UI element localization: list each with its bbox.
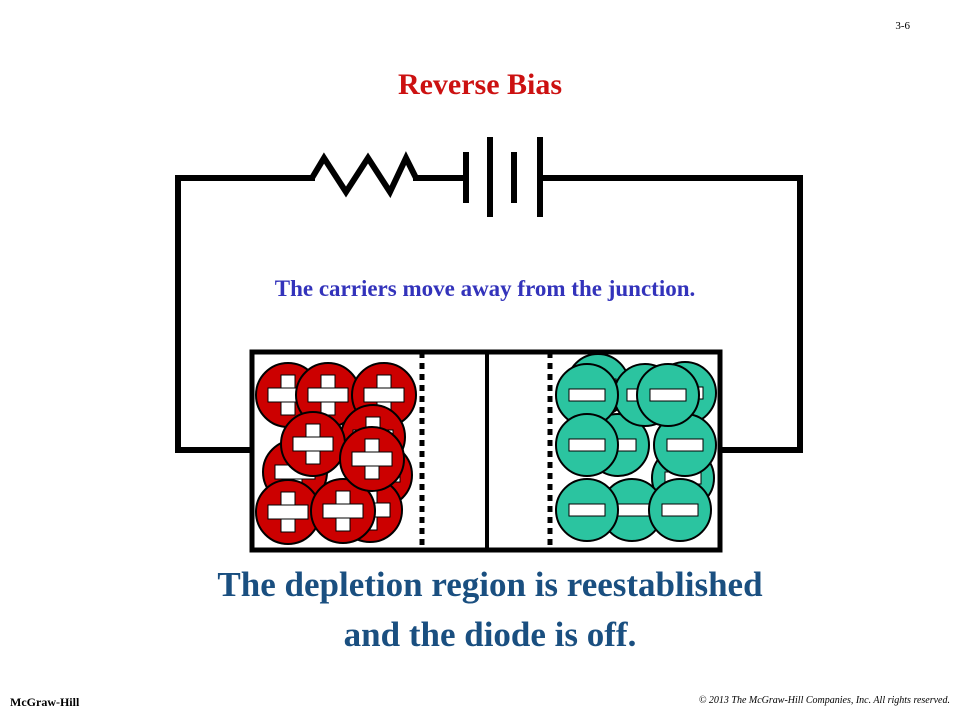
electron-minus-icon [555,413,619,477]
electrons-group [555,353,717,542]
electron-minus-icon [648,478,712,542]
publisher-label: McGraw-Hill [10,695,80,709]
conclusion-line-2: and the diode is off. [343,615,637,654]
electron-minus-icon [555,363,619,427]
holes-group [255,362,417,545]
conclusion-line-1: The depletion region is reestablished [217,565,763,604]
hole-plus-icon [280,411,346,477]
copyright-notice: © 2013 The McGraw-Hill Companies, Inc. A… [698,695,950,706]
conclusion-text: The depletion region is reestablished an… [0,560,960,660]
electron-minus-icon [600,478,664,542]
resistor-icon [309,151,419,199]
carrier-caption: The carriers move away from the junction… [274,276,696,301]
battery-icon [463,137,543,217]
hole-plus-icon [339,426,405,492]
slide-number: 3-6 [895,20,910,32]
hole-plus-icon [255,479,321,545]
electron-minus-icon [555,478,619,542]
hole-plus-icon [310,478,376,544]
electron-minus-icon [653,413,717,477]
electron-minus-icon [636,363,700,427]
circuit-wire [175,175,803,453]
slide-title: Reverse Bias [397,68,563,101]
